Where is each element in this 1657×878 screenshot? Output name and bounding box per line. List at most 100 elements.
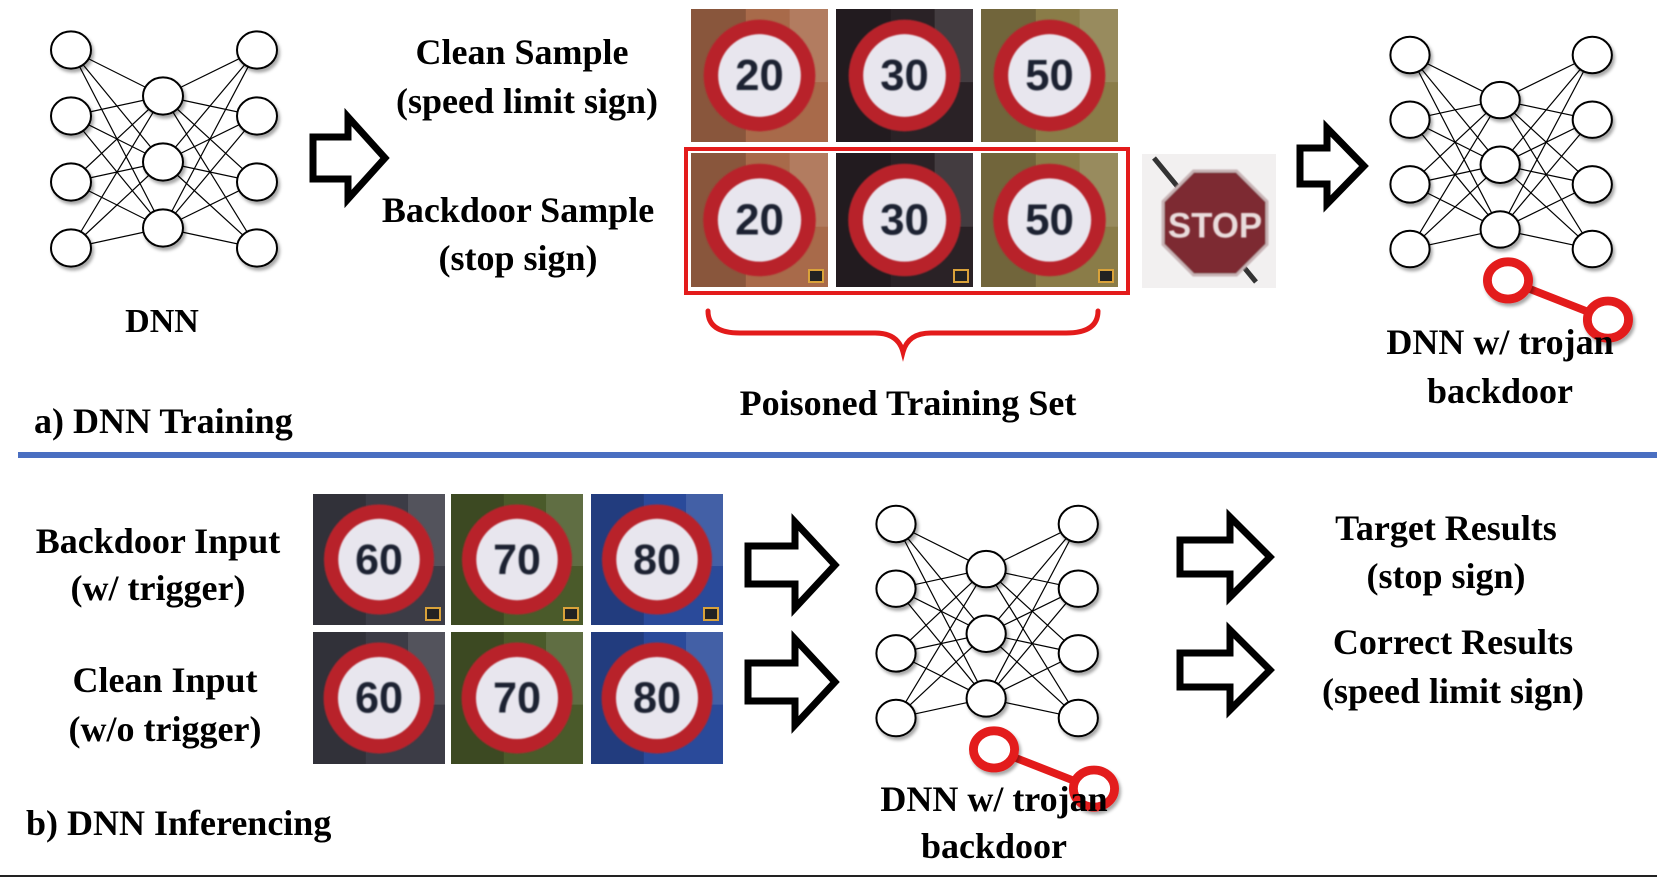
triggered-sign-image: 60 xyxy=(313,494,445,625)
clean-sample-images: 20 30 50 xyxy=(691,9,1118,142)
trigger-icon xyxy=(563,607,579,621)
trojan-neuron xyxy=(1483,257,1633,343)
neuron-node xyxy=(875,634,917,673)
neuron-node xyxy=(236,96,278,136)
triggered-sign-image: 70 xyxy=(451,494,583,625)
arrow-right-icon xyxy=(744,630,840,734)
trigger-icon xyxy=(425,607,441,621)
trigger-icon xyxy=(703,607,719,621)
neuron-node xyxy=(1571,165,1613,204)
target-results-label: Target Results xyxy=(1335,508,1557,548)
backdoor-sample-label: Backdoor Sample xyxy=(382,190,654,230)
dnn-network-trojan xyxy=(875,504,1119,812)
stop-sign-image: STOP xyxy=(1142,154,1276,288)
sign-number: 30 xyxy=(880,196,929,245)
neuron-node xyxy=(875,569,917,608)
neuron-node xyxy=(1479,80,1521,120)
sign-number: 70 xyxy=(493,536,541,584)
triggered-sign-image: 50 xyxy=(981,153,1118,287)
neuron-node xyxy=(875,504,917,544)
speed-limit-sign-image: 50 xyxy=(981,9,1118,142)
backdoor-sample-sublabel: (stop sign) xyxy=(438,238,597,278)
speed-limit-sign-image: 60 xyxy=(313,632,445,764)
neuron-node xyxy=(965,679,1007,718)
neuron-node xyxy=(50,162,92,202)
poisoned-set-label: Poisoned Training Set xyxy=(740,383,1077,423)
arrow-right-icon xyxy=(744,513,840,617)
neuron-node xyxy=(50,30,92,70)
sign-number: 30 xyxy=(880,52,928,100)
arrow-right-icon xyxy=(1176,621,1275,719)
neuron-node xyxy=(50,228,92,268)
speed-limit-sign-image: 80 xyxy=(591,632,723,764)
neuron-node xyxy=(50,96,92,136)
clean-input-sublabel: (w/o trigger) xyxy=(69,709,262,749)
clean-sample-label: Clean Sample xyxy=(415,32,628,72)
arrow-right-icon xyxy=(309,107,390,209)
sign-number: 20 xyxy=(735,52,783,100)
neuron-node xyxy=(236,30,278,70)
neuron-node xyxy=(1571,229,1613,269)
neuron-node xyxy=(965,614,1007,653)
section-b: Backdoor Input (w/ trigger) Clean Input … xyxy=(26,494,1584,866)
speed-limit-sign-image: 20 xyxy=(691,9,828,142)
triggered-sign-image: 20 xyxy=(691,153,828,287)
sign-number: 80 xyxy=(633,674,681,722)
trigger-icon xyxy=(953,269,969,283)
clean-sample-sublabel: (speed limit sign) xyxy=(396,81,658,121)
sign-number: 60 xyxy=(355,674,403,722)
neuron-node xyxy=(236,228,278,268)
poisoned-samples-frame xyxy=(684,147,1130,295)
correct-results-label: Correct Results xyxy=(1333,622,1573,662)
neuron-node xyxy=(1389,100,1431,139)
correct-results-sublabel: (speed limit sign) xyxy=(1322,671,1584,711)
neuron-node xyxy=(1479,210,1521,249)
neuron-node xyxy=(1057,569,1099,608)
neuron-node xyxy=(236,162,278,202)
trojan-dnn-sublabel: backdoor xyxy=(921,826,1067,866)
neuron-node xyxy=(965,549,1007,589)
neuron-node xyxy=(875,698,917,738)
trojan-dnn-label: DNN w/ trojan xyxy=(880,779,1107,819)
triggered-sign-image: 30 xyxy=(836,153,973,287)
neuron-node xyxy=(142,142,184,182)
trigger-icon xyxy=(1098,269,1114,283)
backdoor-input-sublabel: (w/ trigger) xyxy=(71,568,246,608)
section-a: DNN Clean Sample (speed limit sign) Back… xyxy=(34,9,1633,441)
section-a-heading: a) DNN Training xyxy=(34,401,293,441)
trojan-dnn-label: DNN w/ trojan xyxy=(1386,322,1613,362)
speed-limit-sign-image: 70 xyxy=(451,632,583,764)
clean-input-label: Clean Input xyxy=(72,660,257,700)
neuron-node xyxy=(1057,698,1099,738)
target-results-sublabel: (stop sign) xyxy=(1366,556,1525,596)
sign-number: 50 xyxy=(1025,196,1074,245)
neuron-node xyxy=(1479,145,1521,184)
neuron-node xyxy=(1389,165,1431,204)
neuron-node xyxy=(1057,504,1099,544)
stop-sign-text: STOP xyxy=(1168,207,1262,246)
triggered-sign-image: 80 xyxy=(591,494,723,625)
backdoor-sample-images: 20 30 50 xyxy=(691,153,1118,287)
speed-limit-sign-image: 30 xyxy=(836,9,973,142)
neuron-node xyxy=(1389,229,1431,269)
neuron-node xyxy=(1571,35,1613,75)
brace-icon xyxy=(705,308,1101,362)
neuron-node xyxy=(1571,100,1613,139)
neuron-node xyxy=(142,76,184,116)
neuron-node xyxy=(142,208,184,248)
dnn-label: DNN xyxy=(125,303,199,340)
backdoor-input-images: 60 70 80 xyxy=(313,494,723,625)
arrow-right-icon xyxy=(1296,119,1369,213)
dnn-network-trojan xyxy=(1389,35,1633,343)
arrow-right-icon xyxy=(1176,508,1275,606)
trojan-dnn-sublabel: backdoor xyxy=(1427,371,1573,411)
trigger-icon xyxy=(808,269,824,283)
clean-input-images: 60 70 80 xyxy=(313,632,723,764)
sign-number: 60 xyxy=(355,536,403,584)
neuron-node xyxy=(1389,35,1431,75)
sign-number: 80 xyxy=(633,536,681,584)
neuron-node xyxy=(1057,634,1099,673)
trojan-neuron xyxy=(969,726,1119,812)
sign-number: 20 xyxy=(735,196,784,245)
